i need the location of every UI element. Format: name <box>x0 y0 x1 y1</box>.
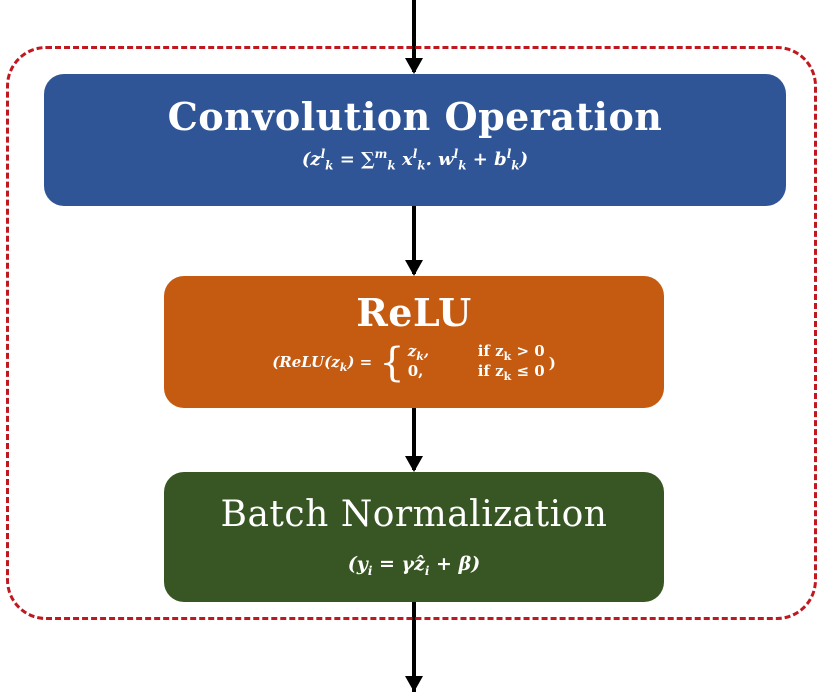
brace-symbol: { <box>379 340 405 387</box>
batch-normalization-formula: (yi = γẑi + β) <box>347 553 481 578</box>
batch-normalization-title: Batch Normalization <box>220 494 608 535</box>
arrow-input-head <box>405 58 423 74</box>
convolution-block: Convolution Operation (zlk = ∑mk xlk. wl… <box>44 74 786 206</box>
layer-group-boundary <box>6 46 817 620</box>
convolution-title: Convolution Operation <box>167 94 663 139</box>
arrow-output-head <box>405 676 423 692</box>
arrow-conv-to-relu-head <box>405 260 423 276</box>
relu-formula-lhs: (ReLU(zk) = <box>272 352 373 374</box>
relu-title: ReLU <box>356 290 472 335</box>
relu-cases: zk, if zk > 0 0, if zk ≤ 0 <box>408 343 545 383</box>
relu-case-positive: zk, if zk > 0 <box>407 342 545 363</box>
convolution-formula: (zlk = ∑mk xlk. wlk + blk) <box>301 147 529 173</box>
batch-normalization-block: Batch Normalization (yi = γẑi + β) <box>164 472 664 602</box>
relu-formula: (ReLU(zk) = { zk, if zk > 0 0, if zk ≤ 0… <box>164 343 664 383</box>
relu-block: ReLU (ReLU(zk) = { zk, if zk > 0 0, if z… <box>164 276 664 408</box>
relu-case-nonpositive: 0, if zk ≤ 0 <box>407 362 545 384</box>
arrow-relu-to-bn-head <box>405 456 423 472</box>
relu-formula-close: ) <box>548 354 556 373</box>
